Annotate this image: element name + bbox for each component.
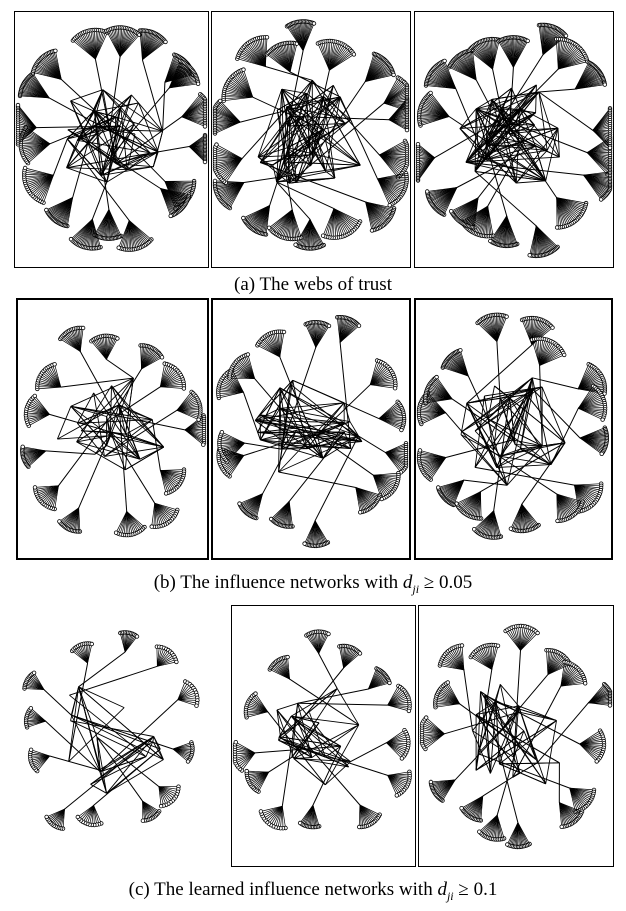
caption-c-relation: ≥ [458, 879, 468, 900]
network-panel-c2 [231, 605, 416, 867]
network-panel-a3 [414, 11, 614, 268]
network-graph-c2 [232, 606, 415, 866]
caption-b-symbol: d [403, 572, 413, 593]
network-graph-a2 [212, 12, 410, 267]
caption-b-relation: ≥ [424, 572, 434, 593]
network-panel-b1 [16, 298, 209, 560]
caption-c: (c) The learned influence networks with … [0, 879, 626, 902]
network-graph-b1 [18, 300, 207, 558]
network-panel-a1 [14, 11, 209, 268]
caption-b: (b) The influence networks with dji ≥ 0.… [0, 572, 626, 595]
network-graph-c3 [419, 606, 613, 866]
caption-c-text: (c) The learned influence networks with [129, 879, 433, 900]
network-graph-a3 [415, 12, 613, 267]
caption-c-value: 0.1 [474, 879, 498, 900]
network-panel-a2 [211, 11, 411, 268]
network-panel-b2 [211, 298, 411, 560]
network-graph-a1 [15, 12, 208, 267]
caption-a: (a) The webs of trust [0, 274, 626, 296]
network-graph-c1 [12, 605, 208, 867]
network-graph-b3 [416, 300, 611, 558]
network-panel-c1 [12, 605, 208, 867]
network-panel-b3 [414, 298, 613, 560]
caption-b-value: 0.05 [439, 572, 472, 593]
caption-a-text: (a) The webs of trust [234, 274, 392, 295]
caption-c-math: dji ≥ 0.1 [437, 879, 497, 900]
caption-b-math: dji ≥ 0.05 [403, 572, 472, 593]
network-graph-b2 [213, 300, 409, 558]
caption-c-subscript: ji [447, 889, 454, 903]
caption-b-text: (b) The influence networks with [154, 572, 398, 593]
caption-b-subscript: ji [412, 582, 419, 596]
caption-c-symbol: d [437, 879, 447, 900]
network-panel-c3 [418, 605, 614, 867]
